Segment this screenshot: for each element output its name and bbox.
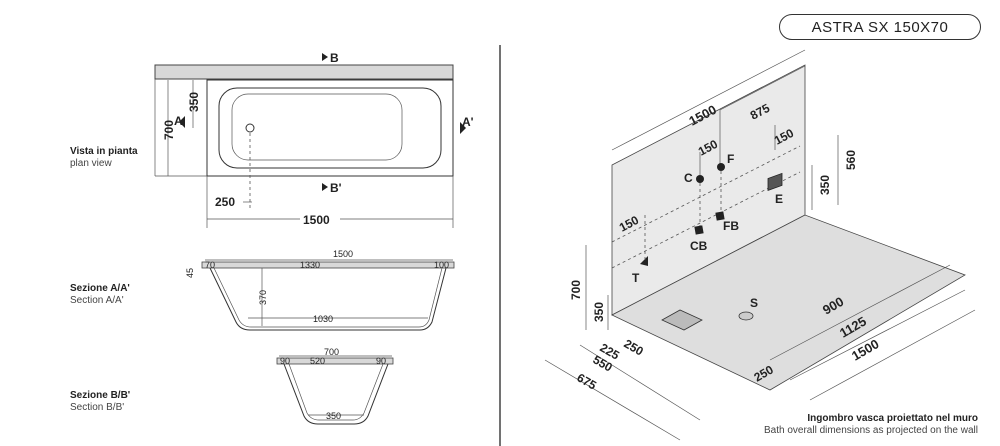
section-a-right-rim: 100 (434, 260, 449, 270)
plan-drain-offset: 250 (215, 195, 235, 209)
section-b-inner: 520 (310, 356, 325, 366)
model-title: ASTRA SX 150X70 (779, 14, 981, 40)
outlet-c (696, 175, 704, 183)
footer-title: Ingombro vasca proiettato nel muro (807, 413, 978, 424)
iso-left-height: 700 (569, 280, 583, 300)
label-t: T (632, 271, 640, 285)
iso-d675: 675 (575, 370, 600, 392)
iso-d250a: 250 (622, 336, 647, 358)
outlet-e (767, 172, 783, 192)
outlet-cb (694, 225, 704, 235)
section-a-rim-height: 45 (185, 268, 195, 278)
footer-subtitle: Bath overall dimensions as projected on … (763, 425, 978, 436)
section-a-subtitle: Section A/A' (70, 295, 124, 306)
plan-basin (218, 87, 442, 169)
section-a-bottom: 1030 (313, 314, 333, 324)
marker-b: B (330, 51, 339, 65)
iso-height-e: 350 (818, 175, 832, 195)
iso-view: 1500 875 150 150 C F CB FB E T 150 560 3… (544, 49, 976, 441)
outlet-t (640, 256, 648, 266)
footer-caption: Ingombro vasca proiettato nel muro Bath … (764, 413, 978, 437)
floor-drain-s (738, 311, 754, 321)
section-a-depth: 370 (258, 290, 268, 305)
section-a-inner: 1330 (300, 260, 320, 270)
section-b-total: 700 (324, 347, 339, 357)
section-a-title: Sezione A/A' (70, 283, 130, 294)
label-f: F (727, 152, 734, 166)
label-c: C (684, 171, 693, 185)
label-s: S (750, 296, 758, 310)
marker-b2: B' (330, 181, 342, 195)
section-a-view: 1500 70 1330 100 45 370 1030 (185, 249, 455, 331)
section-a-caption: Sezione A/A' Section A/A' (70, 283, 130, 307)
section-a-total: 1500 (333, 249, 353, 259)
section-a-profile (209, 267, 447, 331)
plan-view: B B' A A' 700 350 250 1500 (154, 51, 474, 228)
section-b-subtitle: Section B/B' (70, 402, 125, 413)
plan-subtitle: plan view (70, 158, 112, 169)
plan-drain (245, 123, 255, 133)
label-fb: FB (723, 219, 739, 233)
plan-depth: 700 (162, 120, 176, 140)
iso-floor (611, 214, 966, 391)
label-e: E (775, 192, 783, 206)
plan-caption: Vista in pianta plan view (70, 146, 138, 170)
section-b-view: 700 90 520 90 350 (276, 347, 394, 425)
plan-half-depth: 350 (187, 92, 201, 112)
floor-drain-box (661, 309, 703, 331)
section-b-caption: Sezione B/B' Section B/B' (70, 390, 130, 414)
iso-left-low: 350 (592, 302, 606, 322)
plan-tub-outer (206, 79, 454, 177)
section-b-bottom: 350 (326, 411, 341, 421)
section-b-profile (283, 363, 389, 425)
section-b-right-rim: 90 (376, 356, 386, 366)
iso-height-total: 560 (844, 150, 858, 170)
plan-length: 1500 (303, 213, 330, 227)
section-b-title: Sezione B/B' (70, 390, 131, 401)
section-a-left-rim: 70 (205, 260, 215, 270)
marker-a2: A' (462, 115, 474, 129)
marker-a: A (174, 114, 183, 128)
plan-wall (154, 64, 454, 80)
section-b-left-rim: 90 (280, 356, 290, 366)
outlet-fb (715, 211, 725, 221)
label-cb: CB (690, 239, 708, 253)
outlet-f (717, 163, 725, 171)
plan-title: Vista in pianta (70, 146, 138, 157)
